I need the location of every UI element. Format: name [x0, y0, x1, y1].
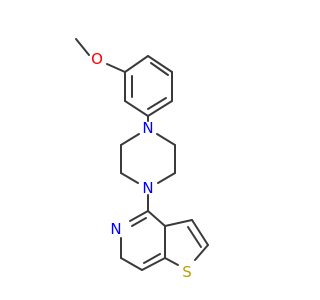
- nitrogen-atom-label-lower: N: [142, 179, 153, 197]
- bond-pip-4: [157, 172, 176, 184]
- bond-py-c3a-c4: [147, 210, 166, 227]
- bond-th-c2-s: [194, 244, 209, 261]
- bond-py-c6-c7: [120, 257, 143, 271]
- bond-th-s-c7a: [164, 257, 179, 266]
- bond-o-c-aryl: [106, 63, 126, 73]
- bond-aryl-4: [147, 100, 173, 117]
- oxygen-atom-label: O: [91, 50, 103, 68]
- bond-pip-6: [156, 133, 176, 146]
- bond-aryl-5: [124, 100, 149, 117]
- bond-aryl-1: [124, 55, 149, 73]
- bond-pip-1: [120, 133, 140, 146]
- pyridine-nitrogen-label: N: [110, 220, 121, 238]
- bond-pip-3: [120, 172, 139, 184]
- bond-py-c7-c7a-double: [143, 253, 161, 264]
- structure-canvas: O N N N S: [75, 38, 209, 281]
- bond-aryl-2-double: [150, 62, 169, 76]
- bond-th-c3-c2-double: [187, 226, 202, 248]
- bond-py-c4-n: [129, 210, 149, 222]
- sulfur-atom-label: S: [182, 263, 192, 281]
- bond-aryl-2: [147, 55, 173, 73]
- nitrogen-atom-label-upper: N: [142, 119, 153, 137]
- molecule-structure: O N N N S: [75, 38, 209, 281]
- bond-th-c3-c2: [191, 219, 209, 246]
- bond-methyl-o: [75, 38, 90, 56]
- bond-py-c4-n-double: [131, 217, 147, 227]
- bond-th-c3a-c3: [164, 219, 193, 227]
- bond-py-c7-c7a: [141, 257, 166, 271]
- bond-aryl-4-double: [147, 97, 167, 110]
